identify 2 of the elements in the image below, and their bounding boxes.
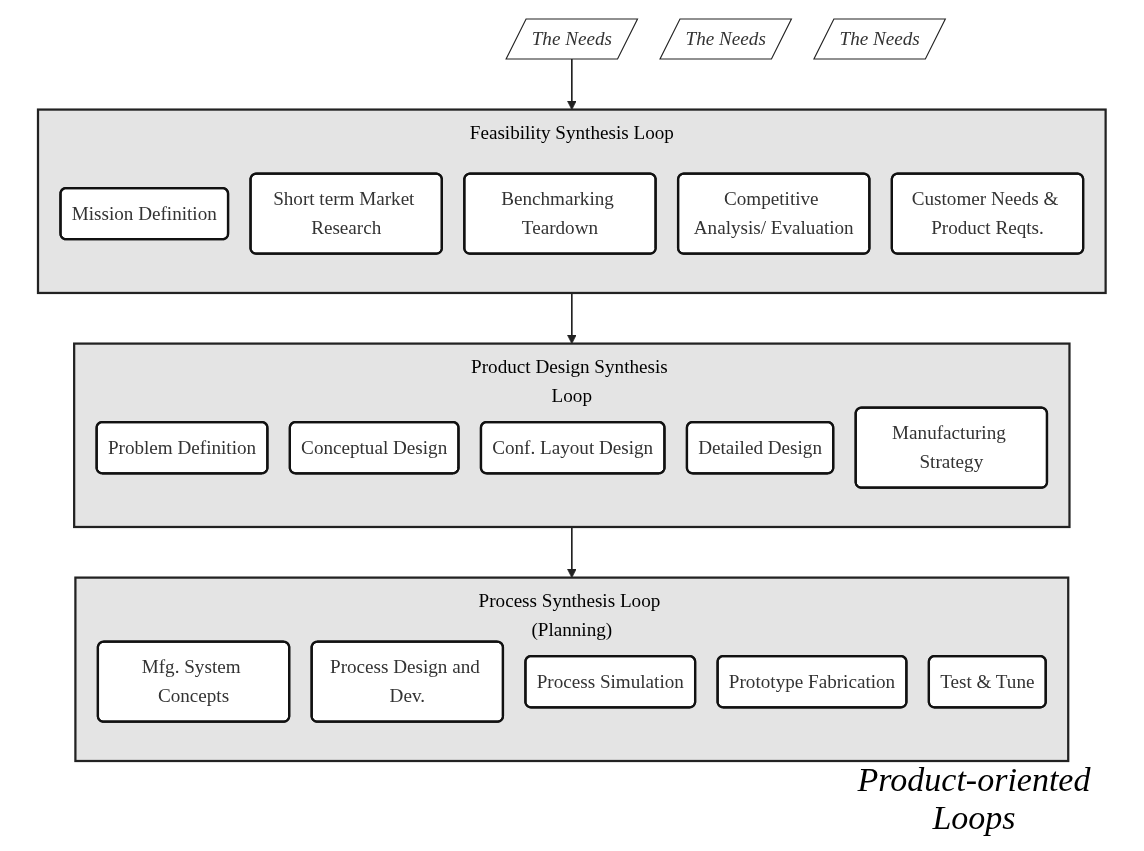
caption: Product-oriented Loops bbox=[856, 761, 1092, 837]
arrow bbox=[567, 58, 577, 110]
